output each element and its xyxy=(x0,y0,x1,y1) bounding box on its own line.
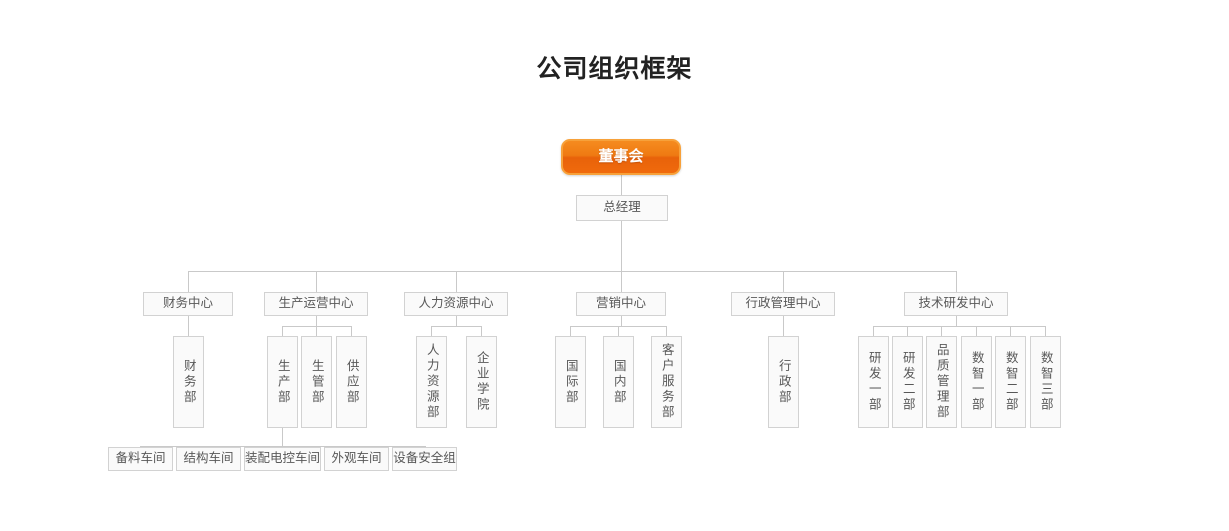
node-center-finance[interactable]: 财务中心 xyxy=(143,292,233,316)
node-board-of-directors[interactable]: 董事会 xyxy=(561,139,681,175)
node-dept-digital-3[interactable]: 数智三部 xyxy=(1030,336,1061,428)
connector-bus-to-admin xyxy=(783,271,784,292)
node-center-rd[interactable]: 技术研发中心 xyxy=(904,292,1008,316)
node-label: 品质管理部 xyxy=(934,343,949,421)
node-dept-production[interactable]: 生产部 xyxy=(267,336,298,428)
node-label: 总经理 xyxy=(603,200,641,215)
connector-bus-to-finance xyxy=(188,271,189,292)
node-label: 设备安全组 xyxy=(393,451,456,466)
connector-rd-to-di2 xyxy=(1010,326,1011,336)
connector-marketing-stem xyxy=(621,316,622,326)
node-label: 人力资源中心 xyxy=(418,296,494,311)
node-label: 财务部 xyxy=(181,358,196,406)
node-dept-quality[interactable]: 品质管理部 xyxy=(926,336,957,428)
node-center-admin[interactable]: 行政管理中心 xyxy=(731,292,835,316)
node-workshop-material[interactable]: 备料车间 xyxy=(108,447,173,471)
connector-rd-to-quality xyxy=(941,326,942,336)
node-workshop-appearance[interactable]: 外观车间 xyxy=(324,447,389,471)
node-general-manager[interactable]: 总经理 xyxy=(576,195,668,221)
node-dept-domestic[interactable]: 国内部 xyxy=(603,336,634,428)
node-label: 生管部 xyxy=(309,358,324,406)
node-label: 数智一部 xyxy=(969,351,984,413)
connector-admin-to-dept xyxy=(783,316,784,336)
connector-gm-to-bus xyxy=(621,221,622,271)
node-label: 研发二部 xyxy=(900,351,915,413)
node-label: 结构车间 xyxy=(183,451,234,466)
node-label: 国内部 xyxy=(611,358,626,406)
connector-rd-to-di1 xyxy=(976,326,977,336)
node-label: 客户服务部 xyxy=(659,343,674,421)
connector-root-to-gm xyxy=(621,175,622,195)
connector-bus-to-production xyxy=(316,271,317,292)
node-center-production[interactable]: 生产运营中心 xyxy=(264,292,368,316)
connector-hr-to-academy xyxy=(481,326,482,336)
node-center-marketing[interactable]: 营销中心 xyxy=(576,292,666,316)
connector-marketing-to-domestic xyxy=(618,326,619,336)
connector-production-to-supply xyxy=(351,326,352,336)
node-dept-rd-1[interactable]: 研发一部 xyxy=(858,336,889,428)
node-dept-digital-1[interactable]: 数智一部 xyxy=(961,336,992,428)
connector-hr-to-hrdept xyxy=(431,326,432,336)
connector-production-to-prod xyxy=(282,326,283,336)
connector-hr-stem xyxy=(456,316,457,326)
node-label: 财务中心 xyxy=(162,296,213,311)
node-label: 研发一部 xyxy=(866,351,881,413)
node-dept-admin[interactable]: 行政部 xyxy=(768,336,799,428)
node-label: 供应部 xyxy=(344,358,359,406)
node-dept-finance[interactable]: 财务部 xyxy=(173,336,204,428)
connector-bus-to-marketing xyxy=(621,271,622,292)
node-center-hr[interactable]: 人力资源中心 xyxy=(404,292,508,316)
node-dept-rd-2[interactable]: 研发二部 xyxy=(892,336,923,428)
connector-marketing-to-intl xyxy=(570,326,571,336)
connector-rd-to-rd2 xyxy=(907,326,908,336)
connector-marketing-to-service xyxy=(666,326,667,336)
node-label: 数智三部 xyxy=(1038,351,1053,413)
connector-bus-to-hr xyxy=(456,271,457,292)
connector-production-stem xyxy=(316,316,317,326)
node-label: 国际部 xyxy=(563,358,578,406)
node-workshop-structure[interactable]: 结构车间 xyxy=(176,447,241,471)
node-workshop-assembly[interactable]: 装配电控车间 xyxy=(244,447,321,471)
node-dept-hr[interactable]: 人力资源部 xyxy=(416,336,447,428)
connector-bus-to-rd xyxy=(956,271,957,292)
connector-rd-stem xyxy=(956,316,957,326)
connector-rd-to-di3 xyxy=(1045,326,1046,336)
node-label: 数智二部 xyxy=(1003,351,1018,413)
node-label: 技术研发中心 xyxy=(918,296,994,311)
node-label: 生产运营中心 xyxy=(278,296,354,311)
node-dept-academy[interactable]: 企业学院 xyxy=(466,336,497,428)
node-label: 行政部 xyxy=(776,358,791,406)
node-label: 行政管理中心 xyxy=(745,296,821,311)
node-label: 企业学院 xyxy=(474,351,489,413)
node-label: 备料车间 xyxy=(115,451,166,466)
node-dept-production-mgmt[interactable]: 生管部 xyxy=(301,336,332,428)
connector-finance-to-dept xyxy=(188,316,189,336)
connector-hr-sub-bus xyxy=(431,326,481,327)
node-dept-international[interactable]: 国际部 xyxy=(555,336,586,428)
connector-prod-to-workshop-stem xyxy=(282,428,283,446)
node-label: 营销中心 xyxy=(595,296,646,311)
node-dept-customer-service[interactable]: 客户服务部 xyxy=(651,336,682,428)
node-dept-digital-2[interactable]: 数智二部 xyxy=(995,336,1026,428)
node-label: 装配电控车间 xyxy=(245,451,321,466)
node-dept-supply[interactable]: 供应部 xyxy=(336,336,367,428)
node-label: 人力资源部 xyxy=(424,343,439,421)
page-title: 公司组织框架 xyxy=(536,55,693,83)
connector-center-bus xyxy=(188,271,956,272)
node-workshop-safety[interactable]: 设备安全组 xyxy=(392,447,457,471)
node-label: 董事会 xyxy=(598,147,644,165)
connector-production-to-prodmgmt xyxy=(316,326,317,336)
node-label: 外观车间 xyxy=(331,451,382,466)
connector-rd-sub-bus xyxy=(873,326,1045,327)
connector-rd-to-rd1 xyxy=(873,326,874,336)
node-label: 生产部 xyxy=(275,358,290,406)
